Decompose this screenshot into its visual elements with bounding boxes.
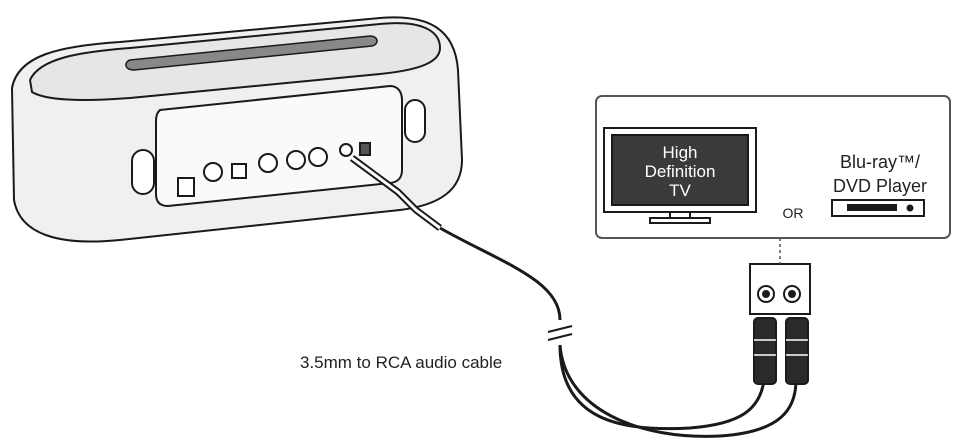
composite-port: [258, 153, 278, 173]
tv-label-line3: TV: [669, 181, 691, 200]
svideo-port: [203, 162, 223, 182]
tv-icon: [603, 127, 757, 224]
tv-label-line1: High: [663, 143, 698, 162]
rca-output-panel: [749, 263, 811, 315]
speaker-dock: [10, 16, 464, 243]
top-control-strip: [125, 35, 378, 71]
player-label-line2: DVD Player: [833, 176, 927, 196]
rca-plugs: [753, 317, 809, 385]
aux-in-port: [339, 143, 353, 157]
audio-l-port: [286, 150, 306, 170]
tv-label-line2: Definition: [645, 162, 716, 181]
usb-port: [359, 142, 371, 156]
audio-r-port: [308, 147, 328, 167]
optical-port: [231, 163, 247, 179]
right-grip: [404, 99, 426, 143]
audio-cable: [349, 155, 798, 438]
player-label-line1: Blu-ray™/: [840, 152, 920, 172]
or-label: OR: [783, 205, 804, 221]
bluray-player-icon: [831, 199, 925, 217]
dc-port: [177, 177, 195, 197]
left-grip: [131, 149, 155, 195]
cable-label: 3.5mm to RCA audio cable: [300, 353, 502, 372]
